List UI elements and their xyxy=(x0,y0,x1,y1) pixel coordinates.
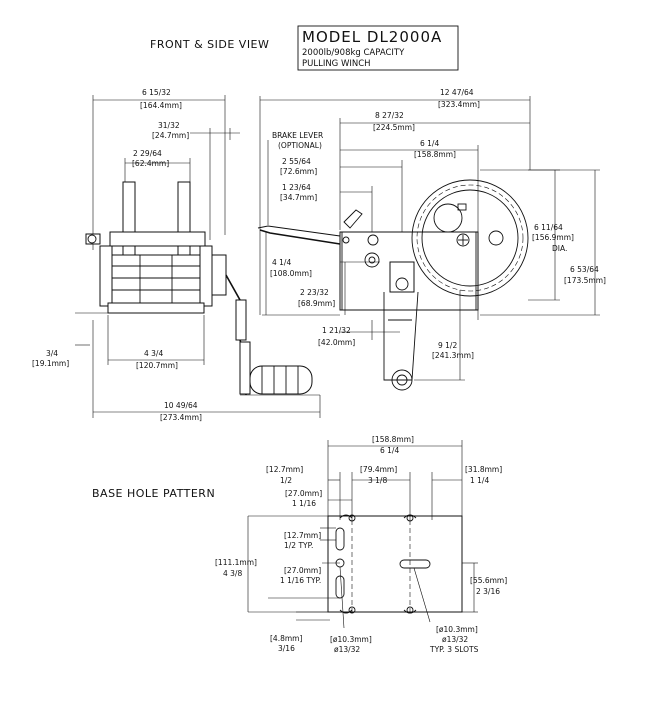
slot-gap-met: [55.6mm] xyxy=(470,576,507,585)
spacing-met: [79.4mm] xyxy=(360,465,397,474)
hole-dia-imp: ø13/32 xyxy=(334,645,360,654)
inner-left-imp: 1 1/16 xyxy=(292,499,316,508)
hole-mid-met: [27.0mm] xyxy=(284,566,321,575)
base-height-met: [111.1mm] xyxy=(215,558,257,567)
front-depth-b-met: [62.4mm] xyxy=(132,159,169,168)
front-overall-width-imp: 6 15/32 xyxy=(142,88,171,97)
hole-mid-imp: 1 1/16 TYP. xyxy=(280,576,321,585)
drum-dia-imp: 6 11/64 xyxy=(534,223,563,232)
total-width-met: [273.4mm] xyxy=(160,413,202,422)
brake-lever-optional: (OPTIONAL) xyxy=(278,141,322,150)
drum-dia-note: DIA. xyxy=(552,244,567,253)
side-len-a-imp: 8 27/32 xyxy=(375,111,404,120)
front-view: 6 15/32 [164.4mm] 31/32 [24.7mm] 2 29/64… xyxy=(32,88,321,422)
description-label: PULLING WINCH xyxy=(302,59,371,69)
side-overall-length-met: [323.4mm] xyxy=(438,100,480,109)
side-len-a-met: [224.5mm] xyxy=(373,123,415,132)
front-depth-a-met: [24.7mm] xyxy=(152,131,189,140)
spacing-imp: 3 1/8 xyxy=(368,476,387,485)
side-len-b-imp: 6 1/4 xyxy=(420,139,439,148)
brake-lever-label: BRAKE LEVER xyxy=(272,131,323,140)
handle-offset-met: [42.0mm] xyxy=(318,338,355,347)
base-width-met: [120.7mm] xyxy=(136,361,178,370)
hole-top-imp: 1/2 TYP. xyxy=(284,541,313,550)
edge-right-met: [31.8mm] xyxy=(465,465,502,474)
base-offset-imp: 3/4 xyxy=(46,349,58,358)
bottom-imp: 3/16 xyxy=(278,644,295,653)
base-hole-pattern: BASE HOLE PATTERN [158.8mm] 6 1/4 [12.7m… xyxy=(92,435,507,654)
base-width-met-label: [158.8mm] xyxy=(372,435,414,444)
slot-dia-met: [ø10.3mm] xyxy=(436,625,478,634)
side-len-c-imp: 2 55/64 xyxy=(282,157,311,166)
model-label: MODEL DL2000A xyxy=(302,28,442,46)
front-side-view-heading: FRONT & SIDE VIEW xyxy=(150,38,269,51)
side-height-a-met: [108.0mm] xyxy=(270,269,312,278)
side-overall-length-imp: 12 47/64 xyxy=(440,88,474,97)
base-height-imp: 4 3/8 xyxy=(223,569,242,578)
side-len-c-met: [72.6mm] xyxy=(280,167,317,176)
slot-dia-imp: ø13/32 xyxy=(442,635,468,644)
side-height-b-imp: 2 23/32 xyxy=(300,288,329,297)
base-hole-pattern-heading: BASE HOLE PATTERN xyxy=(92,487,215,500)
side-len-d-met: [34.7mm] xyxy=(280,193,317,202)
total-width-imp: 10 49/64 xyxy=(164,401,198,410)
title-block: MODEL DL2000A 2000lb/908kg CAPACITY PULL… xyxy=(297,25,459,71)
side-height-b-met: [68.9mm] xyxy=(298,299,335,308)
edge-right-imp: 1 1/4 xyxy=(470,476,489,485)
inner-left-met: [27.0mm] xyxy=(285,489,322,498)
side-len-b-met: [158.8mm] xyxy=(414,150,456,159)
hole-top-met: [12.7mm] xyxy=(284,531,321,540)
front-depth-b-imp: 2 29/64 xyxy=(133,149,162,158)
total-height-met: [173.5mm] xyxy=(564,276,606,285)
base-width-imp-label: 6 1/4 xyxy=(380,446,399,455)
bottom-met: [4.8mm] xyxy=(270,634,302,643)
front-overall-width-met: [164.4mm] xyxy=(140,101,182,110)
handle-length-imp: 9 1/2 xyxy=(438,341,457,350)
drum-dia-met: [156.9mm] xyxy=(532,233,574,242)
slot-gap-imp: 2 3/16 xyxy=(476,587,500,596)
handle-length-met: [241.3mm] xyxy=(432,351,474,360)
total-height-imp: 6 53/64 xyxy=(570,265,599,274)
side-view: 12 47/64 [323.4mm] 8 27/32 [224.5mm] 6 1… xyxy=(257,88,606,391)
base-offset-met: [19.1mm] xyxy=(32,359,69,368)
base-width-imp: 4 3/4 xyxy=(144,349,163,358)
edge-left-met: [12.7mm] xyxy=(266,465,303,474)
slot-dia-note: TYP. 3 SLOTS xyxy=(429,645,479,654)
side-height-a-imp: 4 1/4 xyxy=(272,258,291,267)
handle-offset-imp: 1 21/32 xyxy=(322,326,351,335)
side-len-d-imp: 1 23/64 xyxy=(282,183,311,192)
edge-left-imp: 1/2 xyxy=(280,476,292,485)
capacity-label: 2000lb/908kg CAPACITY xyxy=(302,48,405,58)
front-depth-a-imp: 31/32 xyxy=(158,121,180,130)
hole-dia-met: [ø10.3mm] xyxy=(330,635,372,644)
